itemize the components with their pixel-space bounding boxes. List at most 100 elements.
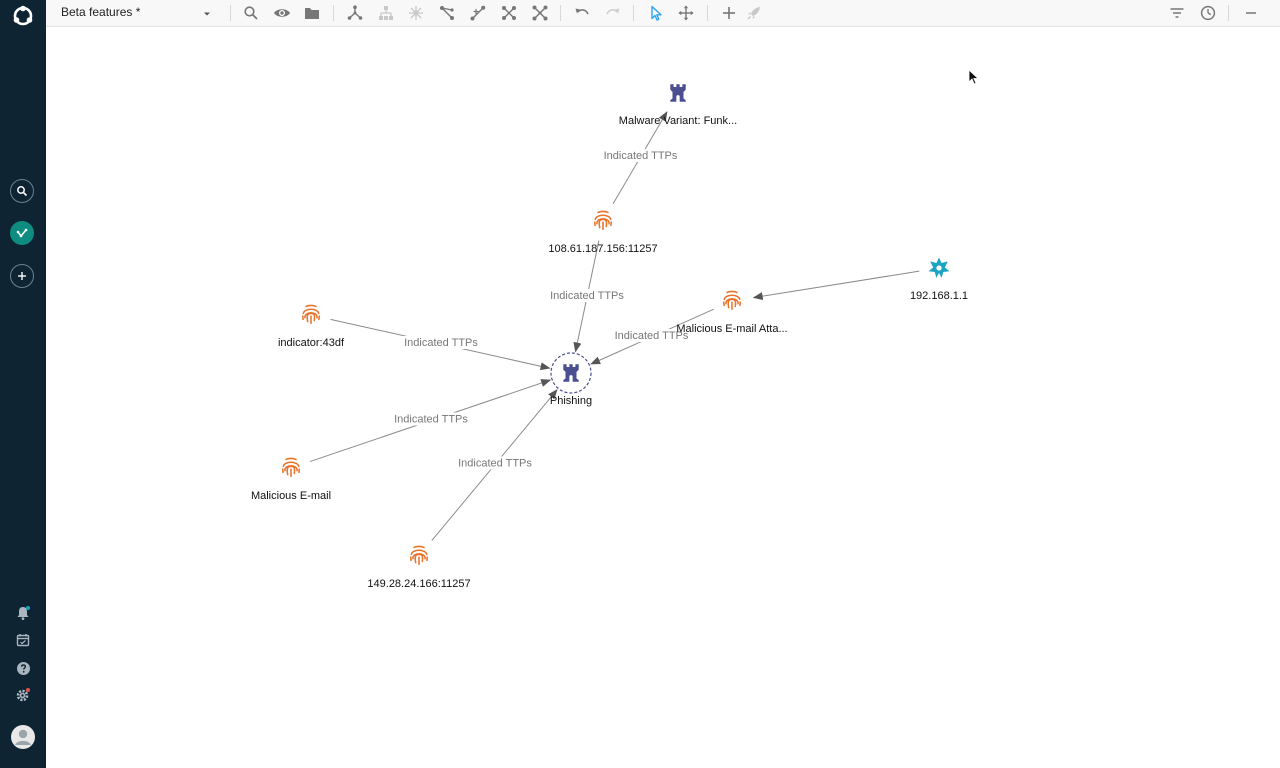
user-avatar-icon	[11, 725, 35, 749]
search-button[interactable]	[10, 179, 34, 203]
node-label: Malicious E-mail Atta...	[676, 323, 787, 335]
search-icon	[17, 186, 28, 197]
edge-label: Indicated TTPs	[604, 150, 678, 162]
select-mode-button[interactable]	[646, 3, 666, 23]
add-button[interactable]	[10, 264, 34, 288]
clock-icon	[1200, 5, 1216, 21]
graph-investigation-icon	[16, 228, 28, 238]
attack-pattern-icon	[670, 84, 686, 102]
timeline-button[interactable]	[1198, 3, 1218, 23]
filter-button[interactable]	[1167, 3, 1187, 23]
eye-icon	[274, 9, 290, 17]
graph-node-obs[interactable]: 192.168.1.1	[910, 257, 968, 302]
node-label: indicator:43df	[278, 337, 345, 349]
indicator-icon	[281, 457, 301, 478]
display-options-button[interactable]	[272, 3, 292, 23]
workspace-title[interactable]: Beta features *	[61, 5, 141, 19]
open-folder-button[interactable]	[302, 3, 322, 23]
graph-node-mal_att[interactable]: Malicious E-mail Atta...	[676, 290, 788, 335]
force-layout-icon	[347, 5, 363, 20]
calendar-button[interactable]	[14, 631, 32, 649]
edge-label-background	[607, 329, 696, 342]
toolbar-divider	[560, 5, 561, 21]
edge-label-background	[397, 336, 485, 349]
toolbar-divider	[707, 5, 708, 21]
toolbar-divider	[230, 5, 231, 21]
indicator-icon	[409, 545, 429, 566]
plus-icon	[723, 7, 735, 19]
notifications-button[interactable]	[14, 604, 32, 622]
tree-layout-icon	[379, 6, 393, 20]
graph-node-phish[interactable]: Phishing	[550, 352, 592, 407]
notification-bell-icon	[17, 606, 30, 620]
add-icon	[18, 272, 26, 280]
node-label: Malware Variant: Funk...	[619, 115, 737, 127]
edge-label-background	[596, 149, 685, 162]
graph-node-malmail[interactable]: Malicious E-mail	[251, 457, 331, 502]
app-logo[interactable]	[12, 5, 34, 27]
indicator-icon	[722, 290, 742, 311]
graph-node-malware[interactable]: Malware Variant: Funk...	[619, 84, 737, 127]
node-label: 192.168.1.1	[910, 290, 968, 302]
expand-nodes-icon	[502, 6, 516, 20]
minimize-icon	[1246, 12, 1256, 14]
minimize-button[interactable]	[1241, 3, 1261, 23]
settings-icon	[16, 688, 30, 702]
launch-button[interactable]	[744, 3, 764, 23]
toolbar-divider	[633, 5, 634, 21]
graph-node-ip1[interactable]: 108.61.187.156:11257	[548, 210, 658, 255]
edge-label: Indicated TTPs	[615, 330, 689, 342]
redo-icon	[606, 8, 620, 15]
create-relation-button[interactable]	[468, 3, 488, 23]
edge-label-background	[543, 289, 631, 302]
graph-node-ind43[interactable]: indicator:43df	[278, 304, 345, 349]
edge-label: Indicated TTPs	[550, 290, 624, 302]
graph-nodes: Malware Variant: Funk... 108.61.187.156:1…	[251, 84, 968, 590]
rocket-icon	[747, 7, 760, 20]
pointer-cursor-icon	[651, 5, 662, 21]
graph-edge[interactable]	[752, 270, 920, 301]
pan-mode-button[interactable]	[676, 3, 696, 23]
node-label: Phishing	[550, 395, 592, 407]
select-by-type-button[interactable]	[437, 3, 457, 23]
undo-icon	[575, 8, 589, 15]
radial-layout-icon	[409, 6, 423, 20]
redo-button[interactable]	[603, 3, 623, 23]
workspace-dropdown-button[interactable]	[202, 6, 212, 24]
help-icon	[16, 661, 30, 675]
help-button[interactable]	[14, 659, 32, 677]
force-layout-button[interactable]	[345, 3, 365, 23]
tree-layout-button[interactable]	[376, 3, 396, 23]
node-label: 108.61.187.156:11257	[548, 243, 657, 255]
select-all-button[interactable]	[499, 3, 519, 23]
observable-icon	[928, 257, 950, 278]
graph-investigation-button[interactable]	[10, 221, 34, 245]
remove-selection-button[interactable]	[530, 3, 550, 23]
settings-button[interactable]	[14, 686, 32, 704]
graph-node-ip2[interactable]: 149.28.24.166:11257	[367, 545, 471, 590]
edge-label-background	[387, 412, 475, 426]
node-label: 149.28.24.166:11257	[367, 578, 470, 590]
user-avatar[interactable]	[11, 725, 35, 749]
toolbar-divider	[1228, 5, 1229, 21]
move-icon	[678, 5, 694, 21]
undo-button[interactable]	[572, 3, 592, 23]
radial-layout-button[interactable]	[406, 3, 426, 23]
edge-label: Indicated TTPs	[394, 414, 468, 426]
left-sidebar	[0, 0, 46, 768]
collapse-nodes-icon	[532, 5, 548, 21]
select-nodes-icon	[440, 6, 454, 20]
node-label: Malicious E-mail	[251, 490, 331, 502]
create-relation-icon	[470, 5, 486, 21]
caret-down-icon	[204, 12, 210, 16]
edge-label-background	[451, 456, 539, 470]
folder-icon	[305, 8, 319, 19]
search-icon	[244, 6, 258, 20]
add-entity-button[interactable]	[719, 3, 739, 23]
toolbar-divider	[333, 5, 334, 21]
search-button[interactable]	[241, 3, 261, 23]
edge-label: Indicated TTPs	[458, 458, 532, 470]
